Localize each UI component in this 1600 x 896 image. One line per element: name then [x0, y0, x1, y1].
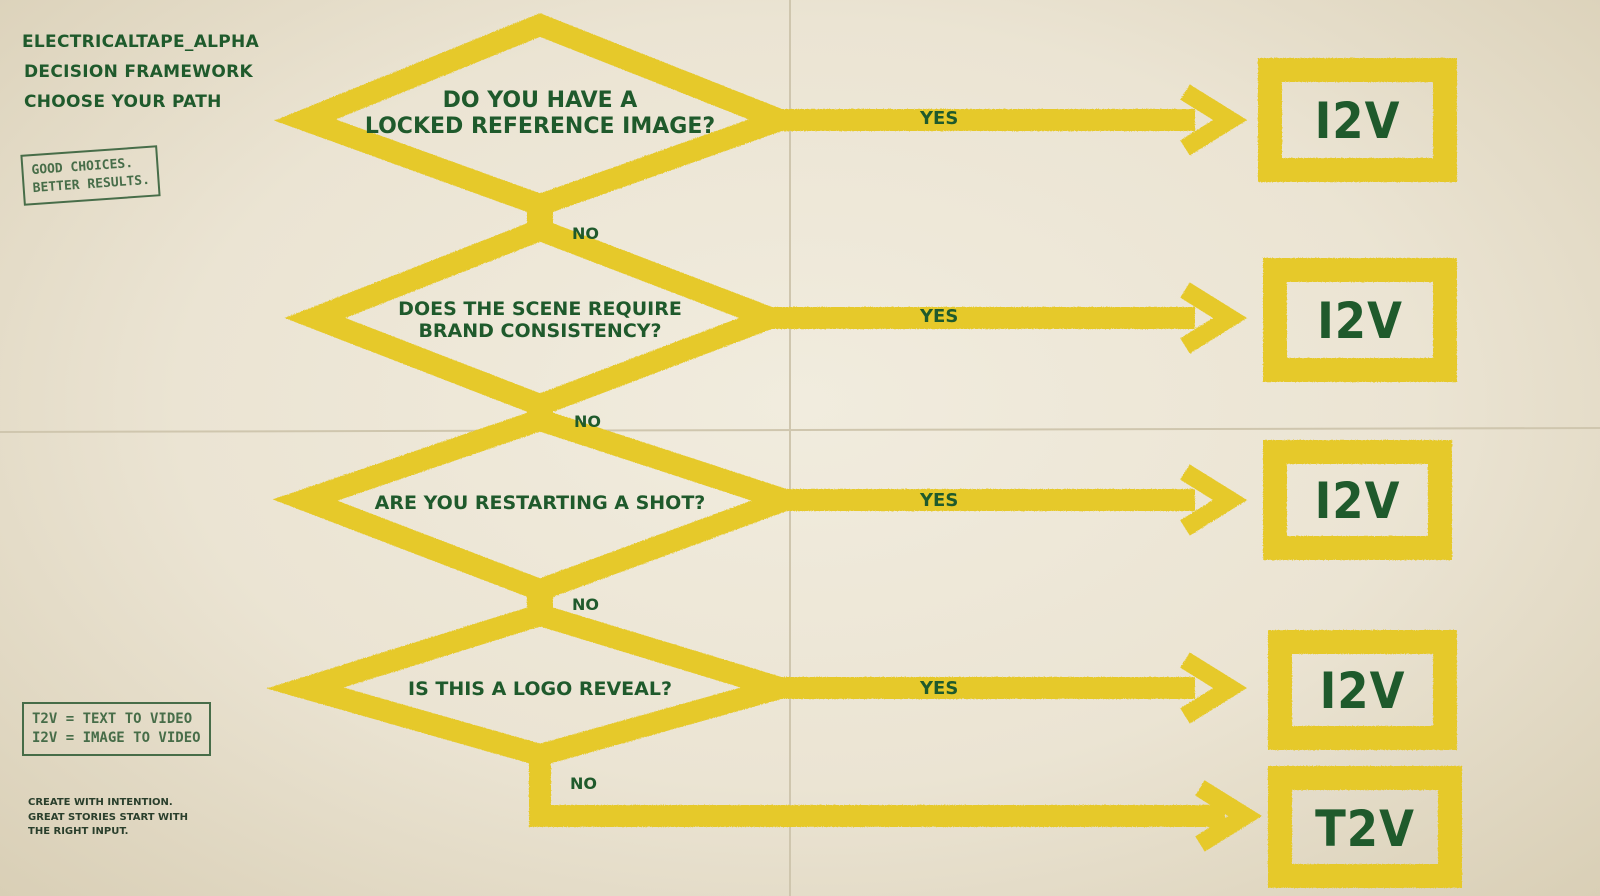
- arrowhead-final: [1195, 780, 1263, 852]
- arrowhead-2: [1180, 282, 1248, 354]
- no-label-1: NO: [572, 224, 599, 243]
- question-3-line-1: ARE YOU RESTARTING A SHOT?: [374, 492, 706, 514]
- yes-label-1: YES: [920, 108, 959, 129]
- legend-stamp: T2V = TEXT TO VIDEO I2V = IMAGE TO VIDEO: [22, 702, 211, 756]
- question-1: DO YOU HAVE A LOCKED REFERENCE IMAGE?: [360, 88, 720, 140]
- result-box-2: [1263, 258, 1457, 382]
- result-box-3: [1263, 440, 1452, 560]
- result-4: I2V: [1319, 662, 1406, 720]
- footer-line-2: GREAT STORIES START WITH: [28, 811, 188, 823]
- question-1-line-1: DO YOU HAVE A: [442, 88, 638, 113]
- legend-line-1: T2V = TEXT TO VIDEO: [32, 711, 193, 727]
- no-label-2: NO: [574, 412, 601, 431]
- result-box-4: [1268, 630, 1457, 750]
- result-2: I2V: [1317, 292, 1403, 350]
- arrowhead-1: [1180, 84, 1248, 156]
- result-final: T2V: [1315, 800, 1415, 858]
- yes-label-2: YES: [920, 306, 959, 327]
- result-3: I2V: [1314, 472, 1401, 530]
- question-1-line-2: LOCKED REFERENCE IMAGE?: [364, 113, 716, 139]
- question-2-line-2: BRAND CONSISTENCY?: [418, 320, 662, 343]
- question-2: DOES THE SCENE REQUIRE BRAND CONSISTENCY…: [370, 298, 710, 343]
- question-3: ARE YOU RESTARTING A SHOT?: [370, 492, 710, 514]
- arrowhead-4: [1180, 652, 1248, 724]
- fold-line-horizontal: [0, 427, 1600, 433]
- question-4-line-1: IS THIS A LOGO REVEAL?: [408, 678, 672, 700]
- footer-line-3: THE RIGHT INPUT.: [28, 826, 129, 837]
- footer-line-1: CREATE WITH INTENTION.: [28, 797, 173, 808]
- no-label-3: NO: [572, 595, 599, 614]
- question-4: IS THIS A LOGO REVEAL?: [370, 678, 710, 700]
- result-box-1: [1258, 58, 1457, 182]
- header-subtitle: DECISION FRAMEWORK: [24, 62, 253, 82]
- no-label-4: NO: [570, 774, 597, 793]
- stamp-good-choices: GOOD CHOICES. BETTER RESULTS.: [20, 145, 162, 206]
- final-no-path: [529, 752, 1225, 827]
- legend-line-2: I2V = IMAGE TO VIDEO: [32, 729, 201, 746]
- header-title: ELECTRICALTAPE_ALPHA: [22, 32, 260, 52]
- result-box-final: [1268, 766, 1462, 888]
- result-1: I2V: [1314, 92, 1401, 150]
- yes-label-3: YES: [920, 490, 959, 511]
- footer-note: CREATE WITH INTENTION. GREAT STORIES STA…: [28, 796, 188, 840]
- arrowhead-3: [1180, 464, 1248, 536]
- header-tagline: CHOOSE YOUR PATH: [24, 92, 222, 112]
- question-2-line-1: DOES THE SCENE REQUIRE: [398, 298, 682, 320]
- yes-label-4: YES: [920, 678, 959, 699]
